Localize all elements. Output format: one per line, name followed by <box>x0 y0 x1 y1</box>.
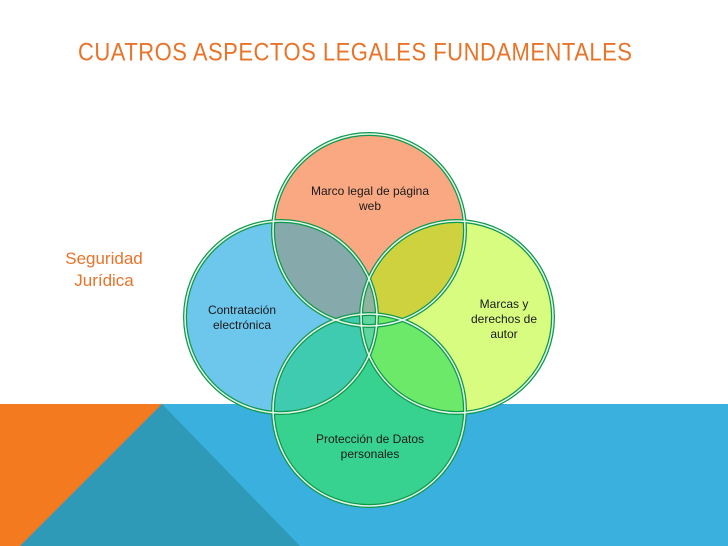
band-orange <box>0 404 162 546</box>
label-bottom-line-1: Protección de Datos <box>315 432 425 446</box>
label-right-line-3: autor <box>490 327 518 341</box>
side-label-line-1: Seguridad <box>65 249 143 268</box>
label-left-line-2: electrónica <box>212 318 272 332</box>
label-left-line-1: Contratación <box>207 303 277 317</box>
label-top-line-2: web <box>358 199 381 213</box>
label-top-line-1: Marco legal de página <box>310 184 430 198</box>
slide-title: CUATROS ASPECTOS LEGALES FUNDAMENTALES <box>78 38 633 66</box>
label-bottom-circle: Protección de Datos personales <box>300 432 440 462</box>
side-label: Seguridad Jurídica <box>52 248 156 292</box>
label-right-line-1: Marcas y <box>479 297 529 311</box>
label-left-circle: Contratación electrónica <box>190 303 294 333</box>
label-right-circle: Marcas y derechos de autor <box>452 297 556 342</box>
label-right-line-2: derechos de <box>470 312 538 326</box>
label-bottom-line-2: personales <box>340 447 400 461</box>
side-label-line-2: Jurídica <box>74 271 134 290</box>
label-top-circle: Marco legal de página web <box>300 184 440 214</box>
